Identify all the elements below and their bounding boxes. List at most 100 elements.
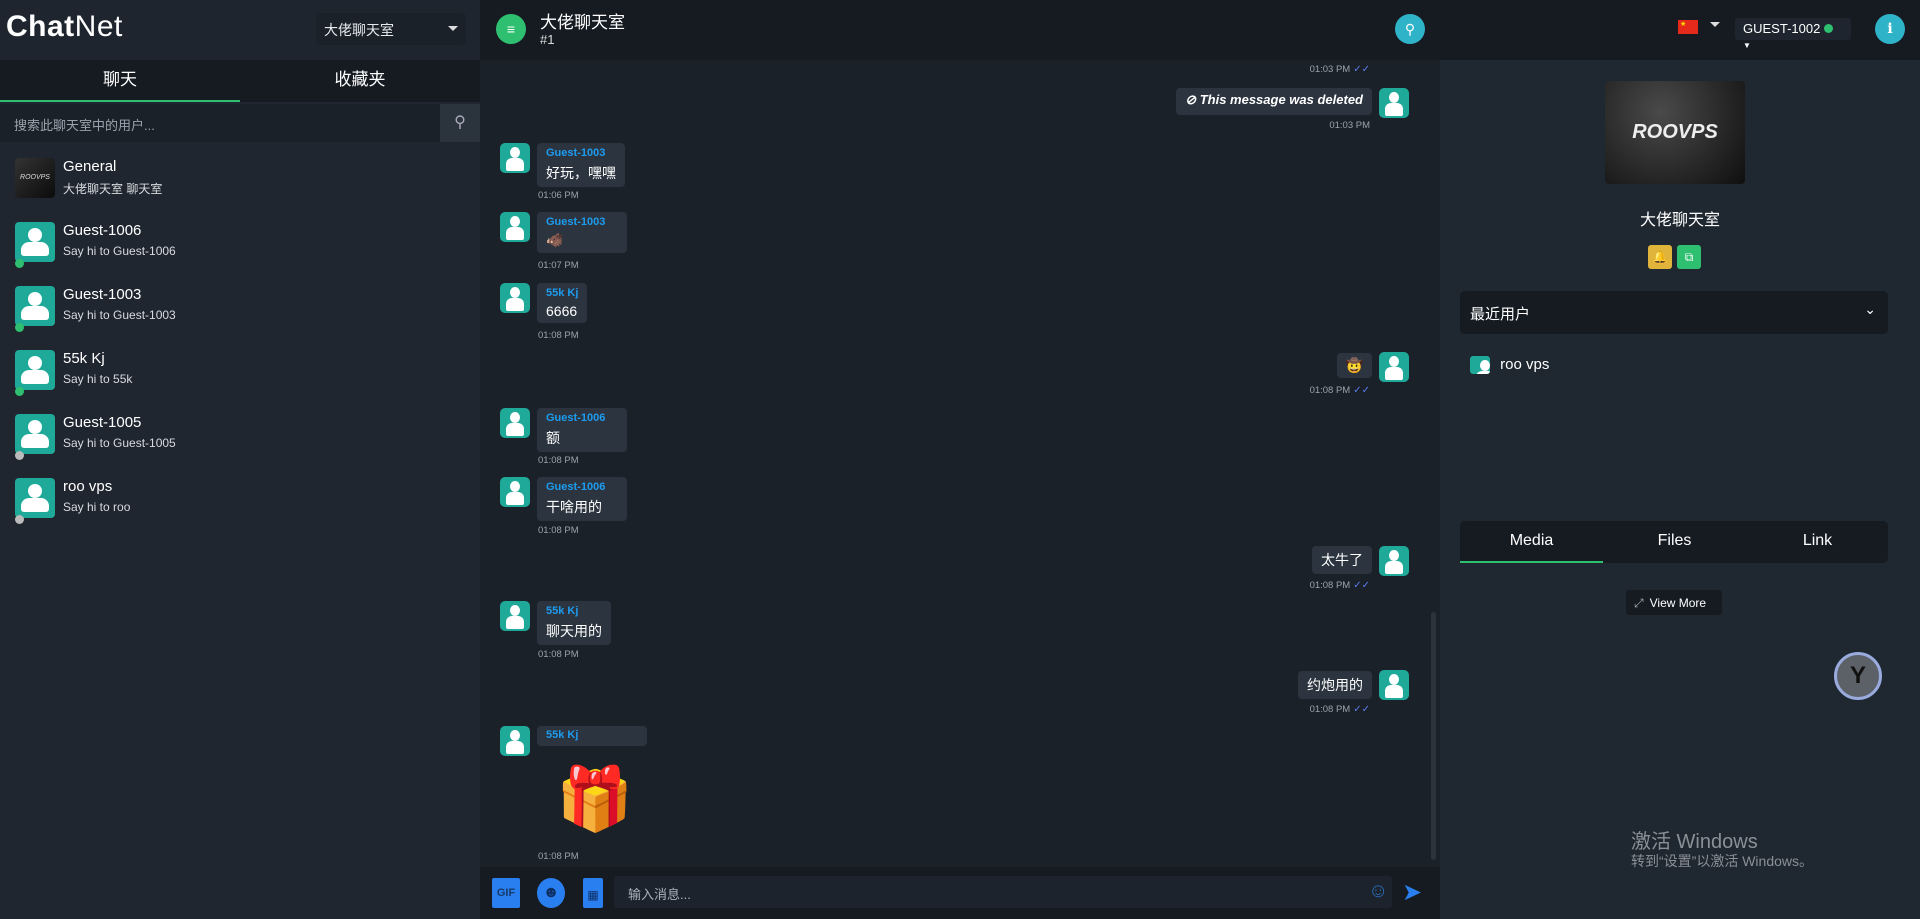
sender-name: Guest-1003 <box>546 147 606 159</box>
contact-subtitle: Say hi to Guest-1006 <box>63 244 176 258</box>
contact-subtitle: Say hi to 55k <box>63 372 133 386</box>
message-time: 01:08 PM✓✓ <box>1309 580 1370 591</box>
read-check-icon: ✓✓ <box>1353 704 1370 715</box>
floating-assistant-button[interactable]: Y <box>1834 652 1882 700</box>
chat-panel <box>480 0 1440 919</box>
language-flag-icon[interactable]: ★ <box>1678 20 1698 34</box>
user-menu[interactable]: GUEST-1002 ▼ <box>1735 18 1851 50</box>
sidebar-tabs: 聊天 收藏夹 <box>0 60 480 102</box>
message-bubble[interactable]: 约炮用的 <box>1298 671 1372 699</box>
chevron-down-icon: ⌄ <box>1864 301 1876 317</box>
language-caret-icon[interactable] <box>1710 22 1720 32</box>
tab-files[interactable]: Files <box>1657 532 1692 549</box>
notification-button[interactable]: 🔔 <box>1648 245 1672 269</box>
message-time: 01:03 PM✓✓ <box>1309 64 1370 75</box>
sender-name: 55k Kj <box>546 287 579 299</box>
contact-item[interactable]: roo vps Say hi to roo <box>15 478 455 526</box>
status-offline-dot <box>15 451 24 460</box>
bell-icon: 🔔 <box>1652 250 1668 264</box>
contact-item[interactable]: 55k Kj Say hi to 55k <box>15 350 455 398</box>
app-logo[interactable]: ChatNet <box>6 10 123 43</box>
status-online-dot <box>15 259 24 268</box>
message-time: 01:06 PM <box>538 190 579 201</box>
message-bubble[interactable]: 🤠 <box>1336 353 1372 378</box>
sender-name: Guest-1003 <box>546 216 606 228</box>
contact-name: Guest-1003 <box>63 286 142 303</box>
avatar <box>1379 352 1409 382</box>
tab-media[interactable]: Media <box>1460 521 1603 563</box>
sticker-button[interactable]: ☻ <box>537 878 565 908</box>
avatar <box>500 143 530 173</box>
chat-search-button[interactable]: ⚲ <box>1395 14 1425 44</box>
contact-name: 55k Kj <box>63 350 105 367</box>
gif-button[interactable]: GIF <box>492 878 520 908</box>
avatar <box>1470 356 1490 375</box>
watermark-subtitle: 转到“设置”以激活 Windows。 <box>1631 853 1814 869</box>
contact-name: Guest-1006 <box>63 222 142 239</box>
message-bubble[interactable]: ⊘ This message was deleted <box>1176 88 1372 115</box>
contact-subtitle: Say hi to roo <box>63 500 131 514</box>
contact-general[interactable]: ROOVPS General 大佬聊天室 聊天室 <box>15 158 455 206</box>
emoji-button[interactable]: ☺ <box>1368 880 1388 903</box>
avatar <box>1379 88 1409 118</box>
share-button[interactable]: ⧉ <box>1677 245 1701 269</box>
read-check-icon: ✓✓ <box>1353 580 1370 591</box>
sidebar <box>0 0 480 919</box>
read-check-icon: ✓✓ <box>1353 385 1370 396</box>
image-upload-button[interactable]: ▦ <box>583 878 603 908</box>
menu-icon: ≡ <box>506 21 516 37</box>
avatar <box>15 478 55 518</box>
room-select[interactable]: 大佬聊天室 <box>316 13 466 45</box>
avatar <box>15 350 55 390</box>
info-button[interactable]: i <box>1875 14 1905 44</box>
avatar <box>1379 546 1409 576</box>
message-time: 01:08 PM✓✓ <box>1309 385 1370 396</box>
message-bubble[interactable]: 太牛了 <box>1312 546 1372 574</box>
user-search-input[interactable]: 搜索此聊天室中的用户... <box>0 104 440 142</box>
avatar <box>15 414 55 454</box>
nerd-face-icon: ☻ <box>542 884 560 901</box>
message-time: 01:08 PM <box>538 455 579 466</box>
contact-subtitle: 大佬聊天室 聊天室 <box>63 182 163 196</box>
message-bubble[interactable]: Guest-1003🐗 <box>537 212 627 253</box>
tab-chat[interactable]: 聊天 <box>0 60 240 102</box>
sender-name: Guest-1006 <box>546 481 606 493</box>
chat-title: 大佬聊天室 <box>540 13 625 32</box>
message-time: 01:07 PM <box>538 260 579 271</box>
avatar <box>15 286 55 326</box>
menu-button[interactable]: ≡ <box>496 14 526 44</box>
room-image: ROOVPS <box>1605 81 1745 184</box>
view-more-button[interactable]: ⤢View More <box>1626 590 1722 615</box>
contact-item[interactable]: Guest-1003 Say hi to Guest-1003 <box>15 286 455 334</box>
chat-subtitle: #1 <box>540 32 555 47</box>
message-time: 01:08 PM✓✓ <box>1309 704 1370 715</box>
contact-item[interactable]: Guest-1006 Say hi to Guest-1006 <box>15 222 455 270</box>
contact-item[interactable]: Guest-1005 Say hi to Guest-1005 <box>15 414 455 462</box>
caret-down-icon <box>448 26 458 36</box>
search-button[interactable]: ⚲ <box>440 104 480 142</box>
sidebar-header: ChatNet 大佬聊天室 <box>0 0 480 60</box>
message-input[interactable]: 输入消息... <box>614 876 1392 908</box>
send-button[interactable]: ➤ <box>1402 878 1422 907</box>
search-icon: ⚲ <box>454 114 466 131</box>
expand-icon: ⤢ <box>1634 596 1644 610</box>
room-thumbnail: ROOVPS <box>15 158 55 198</box>
recent-users-toggle[interactable]: 最近用户⌄ <box>1460 291 1888 334</box>
contact-subtitle: Say hi to Guest-1005 <box>63 436 176 450</box>
message-bubble[interactable]: 55k Kj <box>537 726 647 746</box>
contact-name: General <box>63 158 117 175</box>
gift-sticker[interactable]: 🎁 <box>556 765 634 834</box>
tab-link[interactable]: Link <box>1802 532 1833 549</box>
message-time: 01:08 PM <box>538 649 579 660</box>
recent-user-item[interactable]: roo vps <box>1470 356 1549 375</box>
chat-scrollbar[interactable] <box>1431 612 1436 860</box>
status-online-dot <box>15 387 24 396</box>
caret-down-icon: ▼ <box>1743 41 1751 50</box>
tab-favorites[interactable]: 收藏夹 <box>334 70 386 89</box>
avatar <box>500 408 530 438</box>
